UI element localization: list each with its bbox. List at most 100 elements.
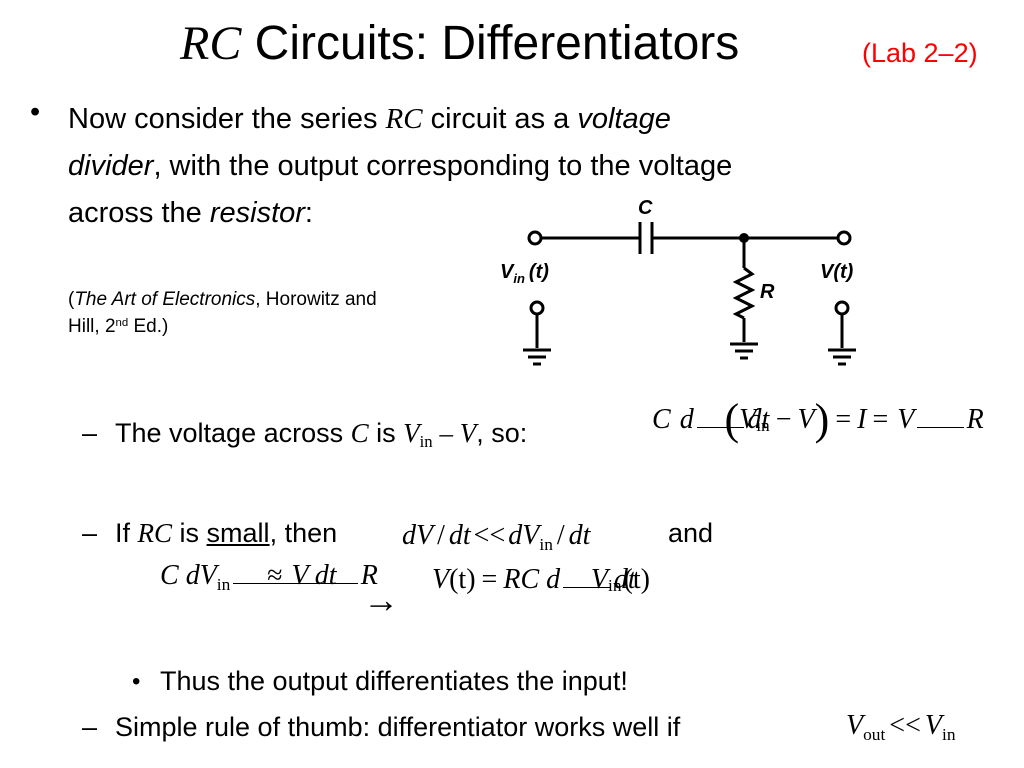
operator: = [481,564,498,595]
vout-terminal-top [836,230,852,246]
subscript: in [419,432,433,452]
numerator: dVin [183,560,234,593]
text: The voltage across [115,418,351,448]
subscript: in [539,534,553,554]
subscript: in [608,575,622,595]
fraction: d dt [677,404,770,436]
subbullet2-text: If RC is small, then [115,518,337,549]
lab-label: (Lab 2–2) [862,38,978,68]
title-rc: RC [180,17,242,70]
operator: − [775,404,792,435]
implies-arrow: → [363,579,399,620]
bullet1-line2: divider, with the output corresponding t… [68,143,732,190]
denominator: R [360,560,378,591]
v-italic: V [403,418,420,448]
resistor-zigzag [732,266,756,320]
paren: ( [724,395,740,444]
eq-term: (t) [449,564,476,595]
text: If [115,518,138,548]
divider-italic: divider [68,150,154,182]
text: ( [68,289,75,310]
eq-term: (t) [623,564,650,595]
denominator: R [966,404,984,435]
vin-terminal-top [527,230,543,246]
paren: ) [814,395,830,444]
voltage-italic: voltage [577,103,671,135]
bullet-dot: • [30,96,41,128]
eq-term: V [739,404,757,435]
numerator: d [679,404,694,435]
subsub-bullet-dot: • [132,668,141,695]
operator: / [437,520,445,551]
operator: = [835,404,852,435]
v-italic: V [459,418,477,448]
numerator: V [291,560,309,591]
fraction-bar [917,427,964,428]
title-text: Circuits: Differentiators [241,17,740,70]
text: V [500,261,515,283]
operator: = [872,404,889,435]
label-c: C [638,197,653,219]
dash-bullet: – [82,418,98,448]
text: , so: [476,418,528,448]
eq-term: RC [503,564,540,595]
denominator: dt [613,564,636,595]
text: Now consider the series [68,103,386,135]
eq-term: V [797,404,815,435]
eq-term: V [590,564,609,595]
superscript: nd [115,316,129,329]
equation-2: dV/dt<<dVin/dt [402,520,590,554]
subbullet1-text: The voltage across C is Vin – V, so: [115,418,528,452]
eq-term: I [857,404,867,435]
eq-term: dt [448,520,471,551]
numerator: d [546,564,561,595]
numerator: V [897,404,915,435]
slide-title: RC Circuits: Differentiators [180,16,739,72]
c-italic: C [350,418,369,448]
subscript: in [756,415,770,435]
dash-bullet: – [82,518,98,548]
label-vt: V(t) [820,261,854,283]
subscript: in [942,724,956,744]
fraction-bar [563,587,611,588]
operator: / [556,520,565,551]
equation-5: Vout<<Vin [846,710,956,744]
fraction-bar [696,427,745,428]
rc-italic: RC [385,103,423,135]
operator: << [473,520,506,551]
and-text: and [668,518,714,548]
text: Ed.) [128,316,169,337]
resistor-italic: resistor [209,197,305,229]
text: circuit as a [422,103,578,135]
text: : [304,197,313,229]
bullet1-line3: across the resistor: [68,190,313,237]
subsub-bullet-text: Thus the output differentiates the input… [160,666,628,696]
fraction-bar [311,583,358,584]
text: is [172,518,207,548]
vin-terminal-bottom [529,300,545,316]
book-title: The Art of Electronics [74,289,256,310]
subbullet3-text: Simple rule of thumb: differentiator wor… [115,712,681,742]
eq-term: dV [508,520,540,551]
label-vin: Vin(t) [500,261,549,286]
fraction-bar [233,583,312,584]
operator: ≈ [267,560,283,591]
rc-italic: RC [137,518,173,548]
text: in [513,271,525,286]
dash-bullet: – [82,712,98,742]
fraction: d dt [543,564,636,596]
text: Hill, 2 [68,316,116,337]
text: is [368,418,404,448]
operator: << [889,710,921,741]
denominator: dt [747,404,770,435]
text: , then [269,518,338,548]
text: , with the output corresponding to the v… [153,150,733,182]
rc-circuit-diagram: C Vin(t) R V(t) [500,197,856,366]
label-r: R [760,281,775,303]
junction-dot [739,233,749,243]
